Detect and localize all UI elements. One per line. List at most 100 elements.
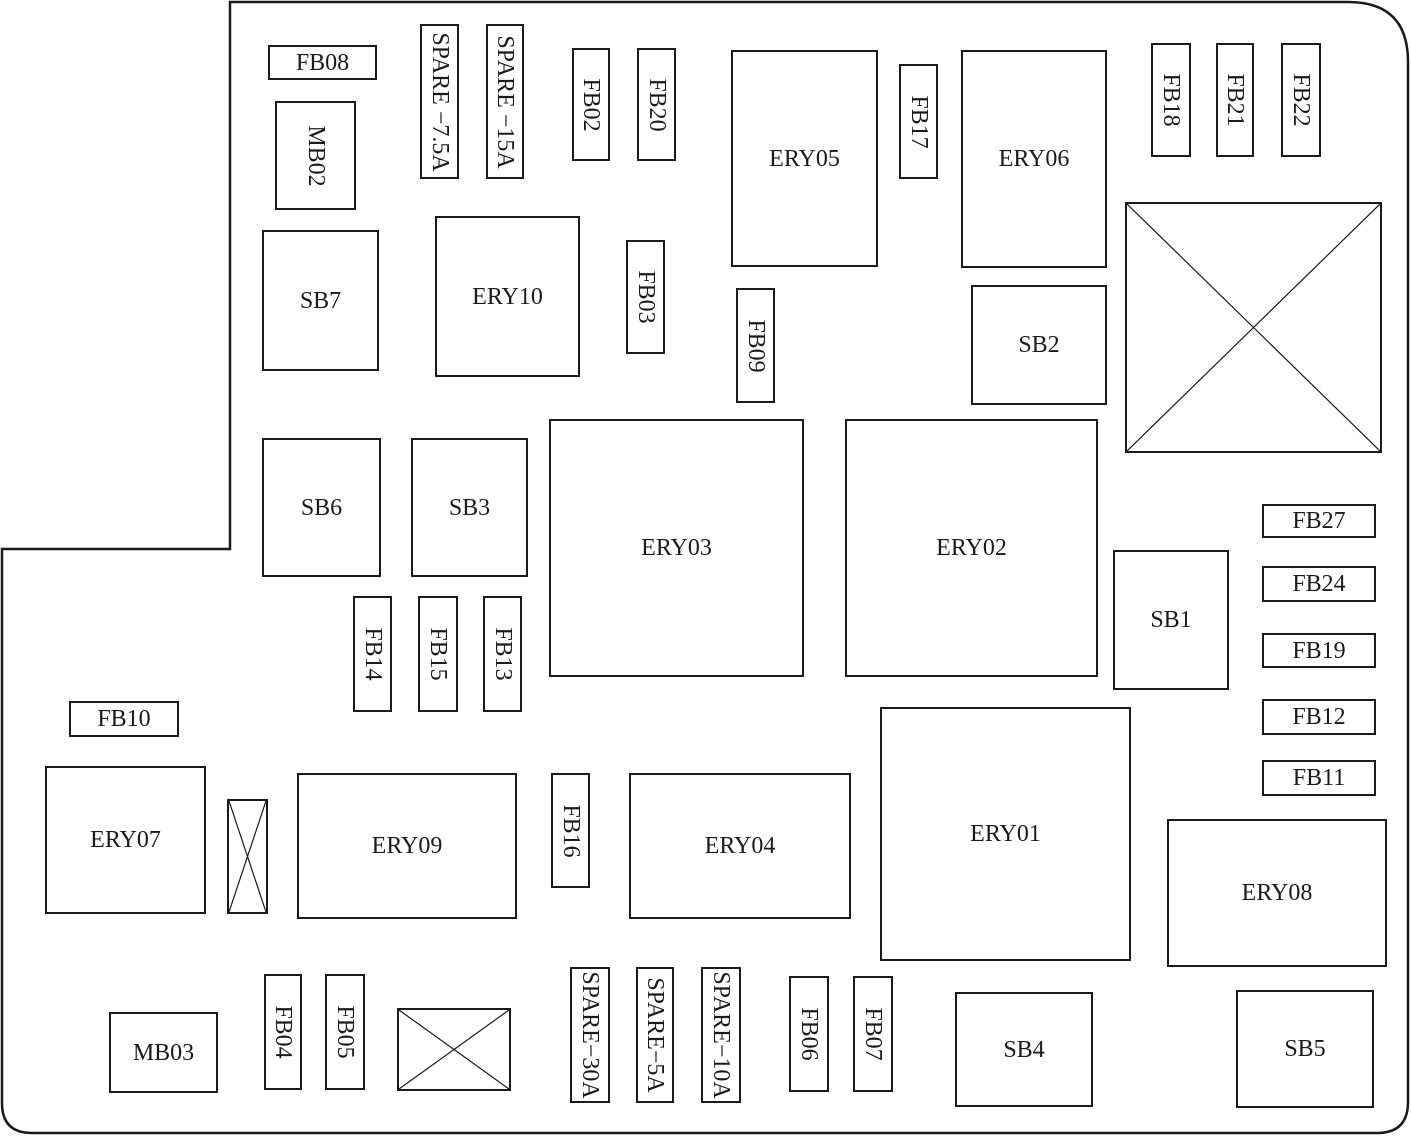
fuse-fb06: FB06	[789, 976, 829, 1092]
relay-ery08: ERY08	[1167, 819, 1387, 967]
fuse-fb11: FB11	[1262, 760, 1376, 796]
fuse-mb03-label: MB03	[132, 1039, 195, 1066]
empty-slot-medium	[397, 1008, 511, 1091]
empty-slot-cross-icon	[229, 801, 266, 912]
fuse-mb02: MB02	[275, 101, 356, 210]
relay-ery07-label: ERY07	[90, 827, 161, 853]
fuse-spare-10a: SPARE−10A	[701, 967, 741, 1103]
fuse-fb17: FB17	[899, 64, 938, 179]
fuse-fb20: FB20	[637, 48, 676, 161]
fuse-sb4-label: SB4	[1003, 1036, 1045, 1063]
fuse-fb24-label: FB24	[1292, 571, 1346, 597]
relay-ery02: ERY02	[845, 419, 1098, 677]
fuse-fb17-label: FB17	[905, 94, 932, 149]
fuse-sb7: SB7	[262, 230, 379, 371]
fuse-spare-7-5a: SPARE −7.5A	[420, 24, 459, 179]
empty-slot-small	[227, 799, 268, 914]
fuse-spare-5a-label: SPARE−5A	[642, 977, 668, 1093]
fuse-sb6: SB6	[262, 438, 381, 577]
relay-ery07: ERY07	[45, 766, 206, 914]
fuse-fb14: FB14	[353, 596, 392, 712]
fuse-fb11-label: FB11	[1292, 765, 1346, 791]
fuse-fb22-label: FB22	[1288, 73, 1314, 127]
relay-ery01: ERY01	[880, 707, 1131, 961]
fuse-fb08-label: FB08	[295, 49, 350, 76]
fuse-fb15: FB15	[418, 596, 458, 712]
relay-ery09-label: ERY09	[371, 833, 443, 859]
fuse-fb10-label: FB10	[97, 706, 151, 732]
fuse-fb24: FB24	[1262, 566, 1376, 602]
fuse-fb12: FB12	[1262, 699, 1376, 735]
fuse-fb04-label: FB04	[270, 1005, 296, 1059]
relay-ery06-label: ERY06	[998, 146, 1070, 172]
fuse-fb18-label: FB18	[1158, 73, 1184, 127]
fuse-fb19: FB19	[1262, 633, 1376, 668]
fuse-fb05: FB05	[325, 974, 365, 1090]
fuse-spare-15a: SPARE −15A	[486, 24, 524, 179]
relay-ery02-label: ERY02	[936, 535, 1007, 561]
fuse-spare-10a-label: SPARE−10A	[708, 971, 734, 1099]
empty-slot-large	[1125, 202, 1382, 453]
fuse-sb6-label: SB6	[300, 494, 343, 521]
fuse-sb5: SB5	[1236, 990, 1374, 1108]
relay-ery03-label: ERY03	[641, 535, 712, 561]
fuse-fb10: FB10	[69, 701, 179, 737]
fuse-fb05-label: FB05	[332, 1005, 358, 1059]
fuse-spare-7-5a-label: SPARE −7.5A	[426, 31, 453, 172]
fuse-fb20-label: FB20	[643, 77, 670, 132]
relay-ery04: ERY04	[629, 773, 851, 919]
fuse-sb2: SB2	[971, 285, 1107, 405]
fuse-spare-30a-label: SPARE−30A	[577, 971, 603, 1099]
relay-ery10: ERY10	[435, 216, 580, 377]
fuse-spare-5a: SPARE−5A	[636, 967, 674, 1103]
fuse-sb7-label: SB7	[299, 287, 342, 314]
empty-slot-cross-icon	[1127, 204, 1380, 451]
fuse-fb21-label: FB21	[1222, 73, 1248, 127]
fuse-fb14-label: FB14	[359, 627, 386, 681]
fuse-fb03: FB03	[626, 240, 665, 354]
relay-ery05-label: ERY05	[769, 145, 840, 172]
fuse-mb03: MB03	[109, 1012, 218, 1093]
fuse-fb09: FB09	[736, 288, 775, 403]
fuse-fb07: FB07	[853, 976, 893, 1092]
fuse-fb09-label: FB09	[742, 318, 769, 373]
fuse-sb4: SB4	[955, 992, 1093, 1107]
fuse-mb02-label: MB02	[302, 124, 329, 187]
fuse-fb18: FB18	[1151, 43, 1191, 157]
fuse-fb16: FB16	[551, 773, 590, 888]
fuse-fb15-label: FB15	[425, 627, 451, 681]
fuse-spare-15a-label: SPARE −15A	[492, 34, 518, 169]
relay-ery10-label: ERY10	[472, 283, 543, 310]
fuse-fb16-label: FB16	[557, 803, 584, 858]
fuse-fb27-label: FB27	[1292, 508, 1346, 534]
fuse-fb06-label: FB06	[796, 1007, 822, 1061]
fuse-fb03-label: FB03	[632, 270, 659, 324]
fuse-fb12-label: FB12	[1292, 704, 1346, 730]
fuse-sb3: SB3	[411, 438, 528, 577]
relay-ery09: ERY09	[297, 773, 517, 919]
fuse-sb1: SB1	[1113, 550, 1229, 690]
fuse-fb27: FB27	[1262, 504, 1376, 538]
fuse-fb22: FB22	[1281, 43, 1321, 157]
fuse-sb1-label: SB1	[1150, 607, 1192, 633]
relay-ery01-label: ERY01	[970, 821, 1041, 847]
fuse-fb13: FB13	[483, 596, 522, 712]
relay-ery06: ERY06	[961, 50, 1107, 268]
fuse-fb02: FB02	[572, 48, 610, 161]
relay-ery05: ERY05	[731, 50, 878, 267]
fuse-spare-30a: SPARE−30A	[570, 967, 610, 1103]
fuse-fb19-label: FB19	[1292, 637, 1346, 664]
relay-ery08-label: ERY08	[1241, 880, 1313, 906]
fuse-fb21: FB21	[1216, 43, 1254, 157]
fuse-fb04: FB04	[264, 974, 302, 1090]
relay-ery03: ERY03	[549, 419, 804, 677]
fuse-sb2-label: SB2	[1018, 332, 1060, 358]
relay-ery04-label: ERY04	[704, 833, 776, 859]
fuse-fb07-label: FB07	[860, 1007, 886, 1061]
fuse-sb5-label: SB5	[1284, 1036, 1326, 1062]
fuse-fb08: FB08	[268, 45, 377, 80]
fuse-sb3-label: SB3	[448, 494, 491, 521]
fuse-fb02-label: FB02	[578, 77, 604, 132]
fuse-fb13-label: FB13	[489, 627, 516, 681]
